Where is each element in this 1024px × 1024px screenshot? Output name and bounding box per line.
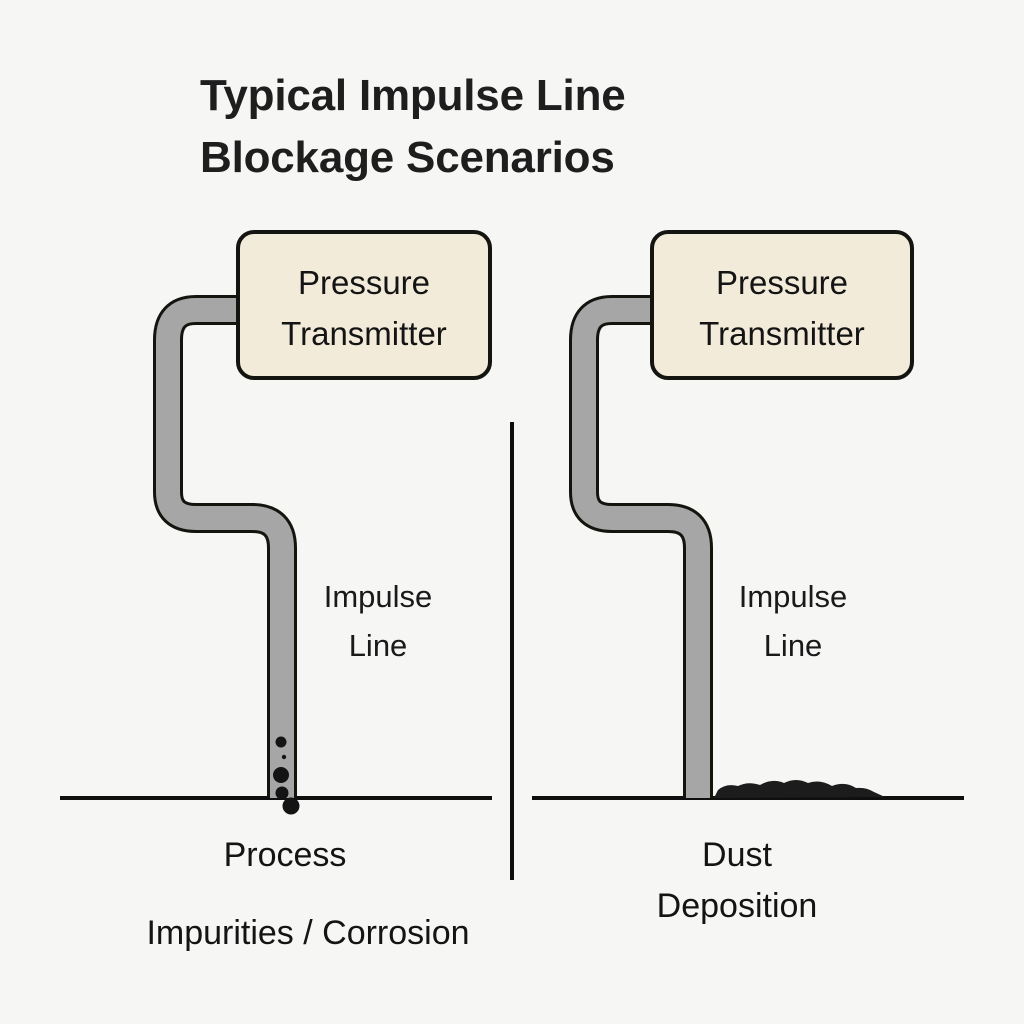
transmitter-label-line-1-right: Pressure: [716, 264, 848, 301]
scenario-process-impurities: Pressure Transmitter Impulse Line Proces…: [60, 230, 492, 952]
impurity-particle: [281, 754, 287, 760]
transmitter-label-line-1-left: Pressure: [298, 264, 430, 301]
impulse-line-label-line-2-right: Line: [764, 628, 823, 663]
pressure-transmitter-box-left[interactable]: [236, 230, 492, 380]
dust-deposition-mound: [714, 780, 885, 798]
blockage-particles-left: [273, 736, 300, 815]
title-line-1: Typical Impulse Line: [200, 71, 626, 120]
pressure-transmitter-box-right[interactable]: [650, 230, 914, 380]
impulse-line-label-line-1-right: Impulse: [739, 579, 848, 614]
impulse-line-label-line-2-left: Line: [349, 628, 408, 663]
title-line-2: Blockage Scenarios: [200, 133, 615, 182]
caption-line-2-right: Deposition: [657, 887, 818, 925]
transmitter-label-line-2-right: Transmitter: [699, 315, 865, 352]
impurity-particle: [275, 736, 287, 748]
caption-line-1-left: Process: [224, 836, 347, 874]
impulse-pipe-right-fill: [572, 298, 710, 798]
impulse-pipe-left-fill: [156, 298, 294, 798]
transmitter-label-line-2-left: Transmitter: [281, 315, 447, 352]
page-title: Typical Impulse Line Blockage Scenarios: [200, 71, 626, 182]
impulse-line-label-line-1-left: Impulse: [324, 579, 433, 614]
impurity-particle: [275, 786, 289, 800]
impurity-particle: [273, 767, 289, 783]
caption-line-1-right: Dust: [702, 836, 772, 874]
impurity-particle: [282, 797, 300, 815]
caption-line-2-left: Impurities / Corrosion: [146, 914, 469, 952]
scenario-dust-deposition: Pressure Transmitter Impulse Line Dust D…: [532, 230, 964, 925]
